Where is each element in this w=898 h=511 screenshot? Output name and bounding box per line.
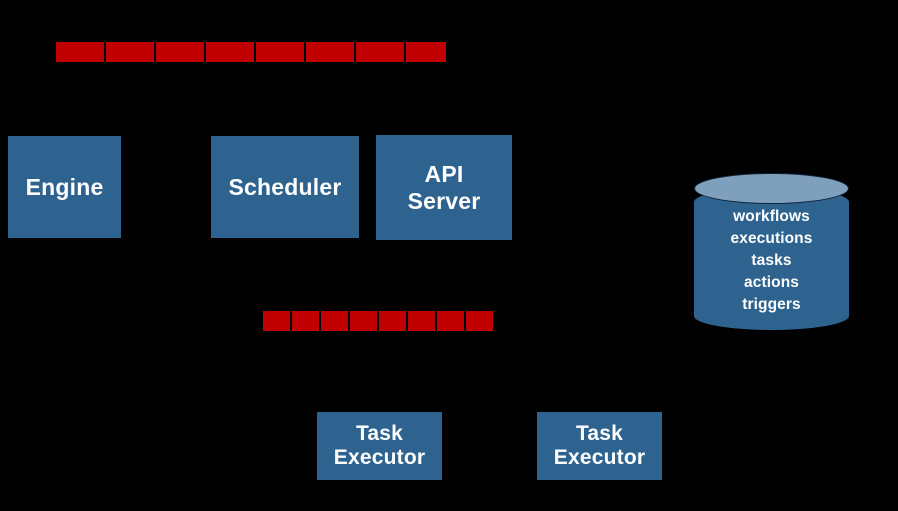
component-task-executor-1-label-line-1: Task — [355, 421, 404, 445]
redaction-block — [56, 42, 104, 62]
redaction-block — [466, 311, 493, 331]
database-entity: actions — [744, 274, 799, 291]
database-entity-list: workflows executions tasks actions trigg… — [694, 206, 849, 316]
component-task-executor-2-label-line-2: Executor — [553, 446, 646, 469]
redaction-block — [408, 311, 435, 331]
redaction-block — [292, 311, 319, 331]
component-task-executor-2-label: Task Executor — [554, 422, 645, 470]
component-api-server[interactable]: API Server — [376, 135, 512, 240]
component-api-server-label-line-2: Server — [407, 187, 481, 214]
redaction-block — [156, 42, 204, 62]
redaction-block — [206, 42, 254, 62]
redaction-block — [306, 42, 354, 62]
database-cylinder-top — [694, 173, 849, 204]
component-task-executor-1[interactable]: Task Executor — [317, 412, 442, 480]
component-engine[interactable]: Engine — [8, 136, 121, 238]
database-entity: workflows — [733, 208, 810, 225]
redaction-block — [321, 311, 348, 331]
redaction-block — [263, 311, 290, 331]
component-task-executor-1-label-line-2: Executor — [333, 446, 426, 469]
top-redaction-bar — [56, 42, 446, 62]
component-api-server-label-line-1: API — [424, 161, 464, 188]
redaction-block — [106, 42, 154, 62]
redaction-block — [350, 311, 377, 331]
database-entity: tasks — [751, 252, 792, 269]
database-cylinder-body — [694, 188, 849, 330]
redaction-block — [356, 42, 404, 62]
component-task-executor-2-label-line-1: Task — [575, 421, 624, 445]
component-scheduler[interactable]: Scheduler — [211, 136, 359, 238]
component-task-executor-2[interactable]: Task Executor — [537, 412, 662, 480]
redaction-block — [406, 42, 446, 62]
component-api-server-label: API Server — [408, 161, 481, 214]
database-cylinder-icon[interactable]: workflows executions tasks actions trigg… — [694, 173, 849, 330]
component-task-executor-1-label: Task Executor — [334, 422, 425, 470]
database-entity: triggers — [742, 296, 801, 313]
redaction-block — [256, 42, 304, 62]
component-scheduler-label: Scheduler — [228, 173, 342, 200]
redaction-block — [379, 311, 406, 331]
component-engine-label: Engine — [25, 173, 104, 200]
redaction-block — [437, 311, 464, 331]
database-entity: executions — [730, 230, 813, 247]
middle-redaction-bar — [263, 311, 493, 331]
